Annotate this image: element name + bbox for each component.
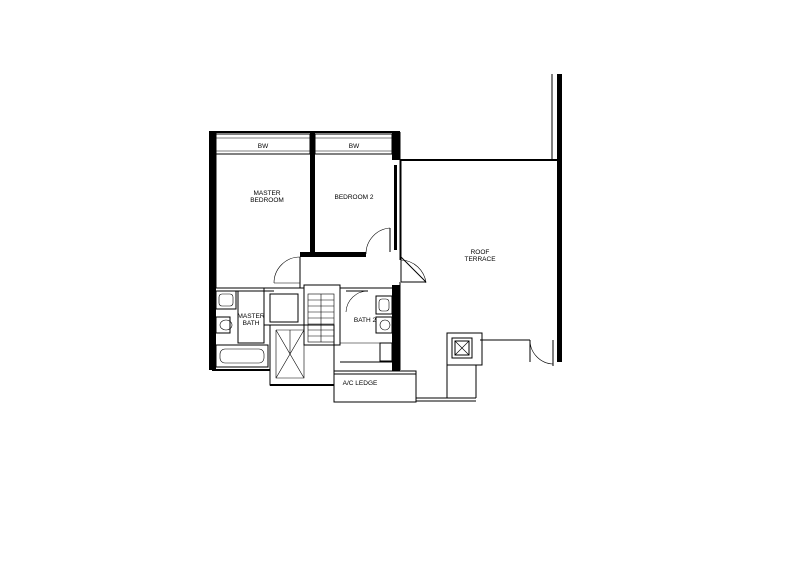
ac-ledge-outline [333,370,417,403]
label-master-bedroom-line1: MASTER [253,190,280,197]
label-master-bedroom-line2: BEDROOM [250,197,284,204]
label-master-bath-line1: MASTER [237,313,264,320]
door-roof-terrace [400,256,427,284]
label-roof-terrace-line2: TERRACE [464,256,496,263]
door-bedroom-2 [365,227,391,255]
service-shaft [446,332,483,398]
door-terrace-exit [529,339,554,366]
label-roof-terrace-line1: ROOF [471,249,490,256]
label-bath-2: BATH 2 [354,317,377,324]
bath-2-fixtures [340,295,393,362]
label-bay-window-right: BW [349,143,360,150]
label-bay-window-left: BW [258,143,269,150]
exterior-walls [209,131,401,371]
door-bath-2 [345,290,369,313]
label-bedroom-2: BEDROOM 2 [334,194,373,201]
master-bath-fixtures [215,290,269,368]
door-master-bedroom [273,256,301,288]
label-master-bath-line2: BATH [243,320,260,327]
roof-terrace-boundary [400,74,562,402]
staircase [275,293,335,379]
label-ac-ledge: A/C LEDGE [343,380,378,387]
